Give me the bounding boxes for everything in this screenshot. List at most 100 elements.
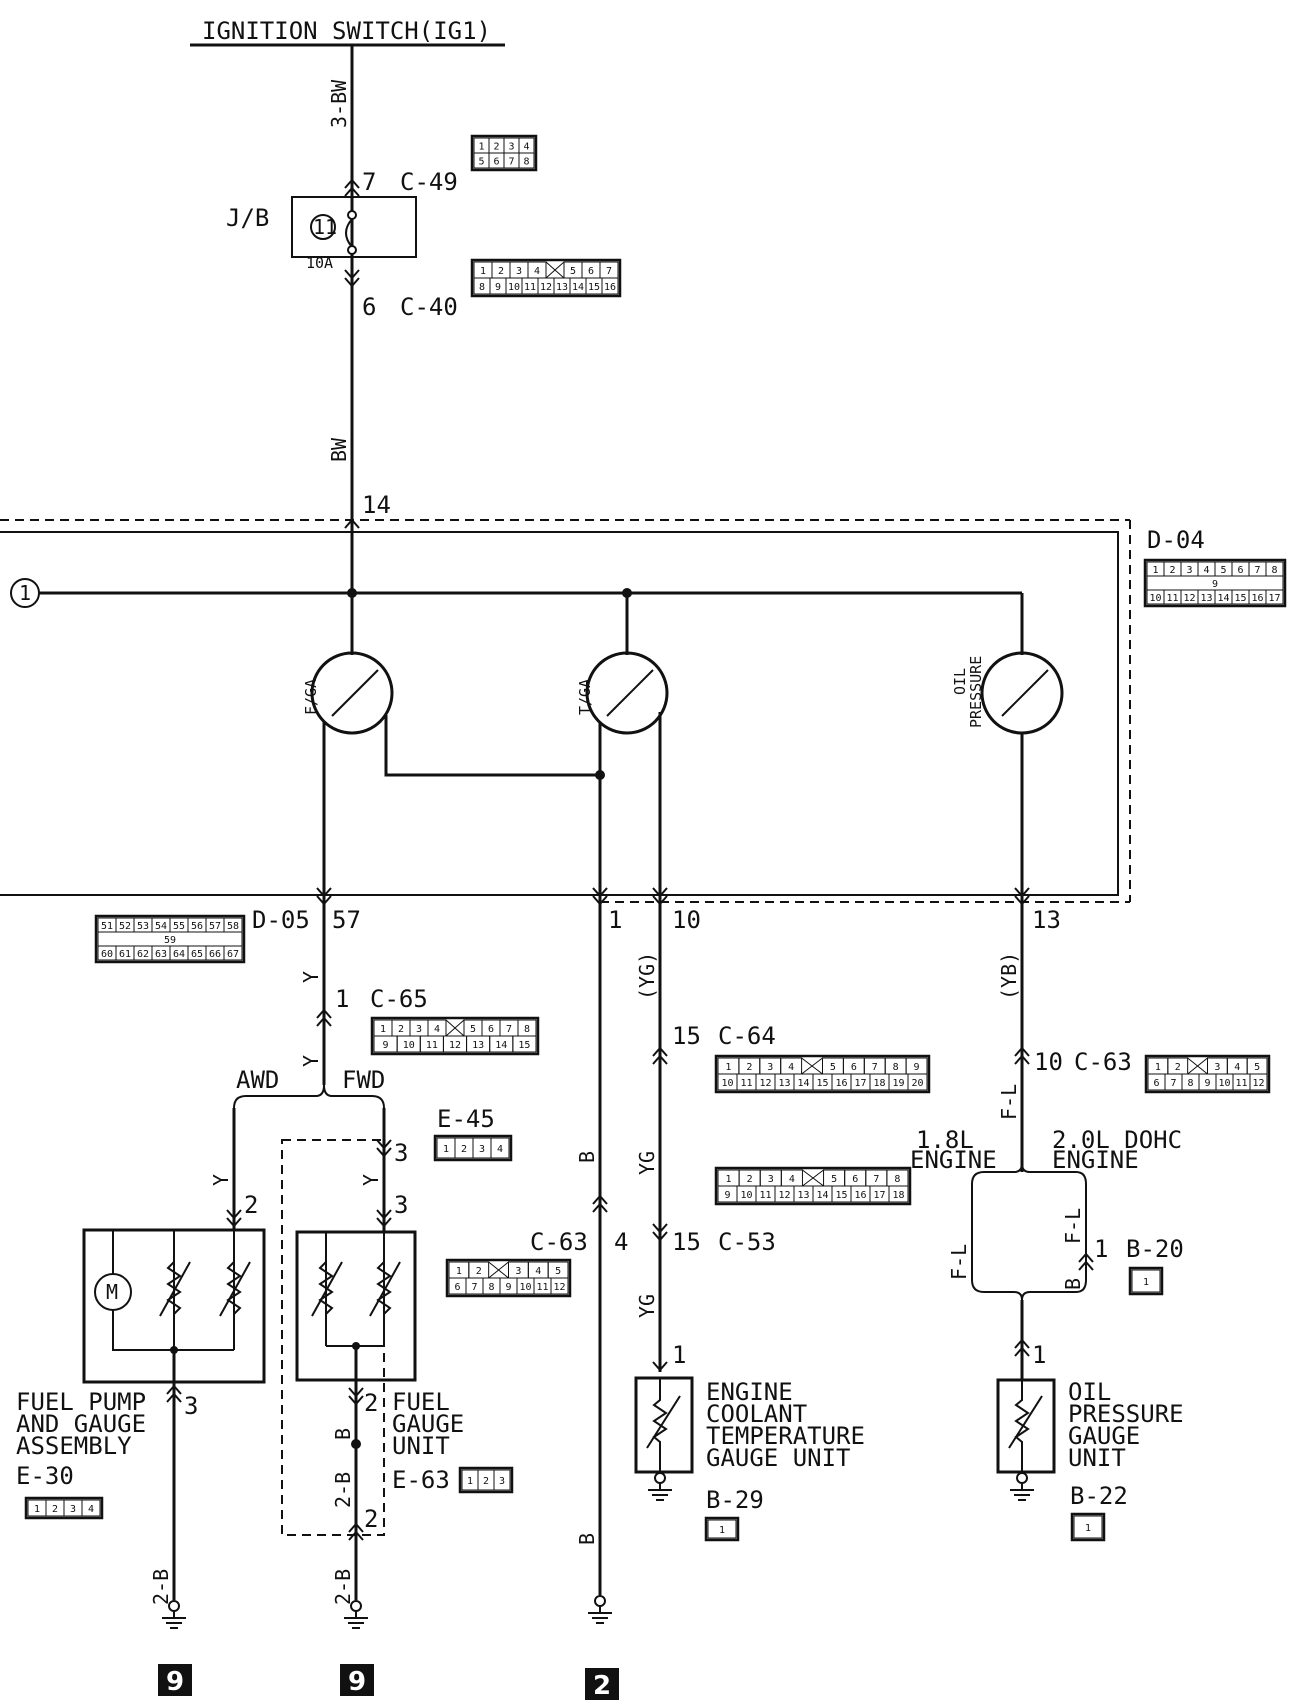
- connector-pin-number: 10: [508, 282, 520, 293]
- connector-pin-number: 12: [553, 1282, 565, 1293]
- connector-arrow-fp-2: [226, 1209, 242, 1228]
- pin-13: 13: [1032, 906, 1061, 934]
- pin-1-opg: 1: [1032, 1341, 1046, 1369]
- connector-pin-number: 1: [34, 1504, 40, 1515]
- svg-text:UNIT: UNIT: [1068, 1444, 1126, 1472]
- connector-pin-number: 56: [191, 921, 203, 932]
- wire-label-fl2: F-L: [947, 1244, 971, 1280]
- connector-face-b29: 1: [704, 1516, 740, 1542]
- connector-pin-number: 8: [1187, 1078, 1193, 1089]
- connector-arrow-c64: [652, 1046, 668, 1065]
- connector-pin-number: 7: [873, 1174, 879, 1185]
- connector-pin-number: 15: [588, 282, 600, 293]
- connector-pin-number: 9: [495, 282, 501, 293]
- connector-pin-number: 2: [1169, 565, 1175, 576]
- wire-label-b-main2: B: [575, 1533, 599, 1545]
- engine-variant-branch: [971, 1163, 1087, 1301]
- fg-resistor-2: [376, 1261, 392, 1315]
- connector-pin-number: 18: [873, 1078, 885, 1089]
- connector-pin-number: 52: [119, 921, 131, 932]
- connector-pin-number: 7: [1254, 565, 1260, 576]
- connector-b20-label: B-20: [1126, 1235, 1184, 1263]
- connector-c40-label: C-40: [400, 293, 458, 321]
- fuse-terminal-top: [347, 210, 357, 220]
- connector-d05-label: D-05: [252, 906, 310, 934]
- fuse-terminal-bottom: [347, 245, 357, 255]
- connector-pin-number: 65: [191, 949, 203, 960]
- pin-4: 4: [614, 1228, 628, 1256]
- temp-gauge-symbol: [585, 651, 669, 735]
- connector-pin-number: 17: [873, 1190, 885, 1201]
- ground-point-3: 2: [593, 1671, 611, 1701]
- reference-circle-number: 1: [19, 581, 31, 605]
- oil-gauge-label-1: OIL: [951, 668, 969, 695]
- connector-pin-number: 14: [572, 282, 584, 293]
- connector-pin-number: 5: [830, 1062, 836, 1073]
- connector-d04-label: D-04: [1147, 526, 1205, 554]
- connector-pin-number: 12: [1252, 1078, 1264, 1089]
- wire-label-b20: B: [1061, 1278, 1085, 1290]
- oil-sender-resistor: [1014, 1380, 1030, 1472]
- connector-pin-number: 9: [505, 1282, 511, 1293]
- connector-pin-number: 1: [443, 1144, 449, 1155]
- connector-pin-number: 5: [478, 157, 484, 168]
- svg-text:ENGINE: ENGINE: [1052, 1146, 1139, 1174]
- wire-label-fl3: F-L: [1061, 1208, 1085, 1244]
- motor-lead-bottom: [112, 1310, 234, 1351]
- wire-label-yb-paren: (YB): [997, 952, 1021, 1000]
- pin-1-ect: 1: [672, 1341, 686, 1369]
- connector-arrow-c65: [316, 1008, 332, 1027]
- connector-pin-number: 2: [476, 1266, 482, 1277]
- ground-symbol: [648, 1472, 672, 1501]
- coolant-sender-box: [634, 1376, 694, 1474]
- connector-pin-number: 60: [101, 949, 113, 960]
- connector-pin-number: 2: [747, 1174, 753, 1185]
- connector-pin-number: 7: [1170, 1078, 1176, 1089]
- engine-18-label: 1.8L ENGINE: [910, 1126, 997, 1174]
- fuse-rating: 10A: [306, 254, 333, 272]
- connector-arrow-c63-4: [592, 1194, 608, 1213]
- svg-text:GAUGE UNIT: GAUGE UNIT: [706, 1444, 851, 1472]
- connector-pin-number: 13: [1200, 593, 1212, 604]
- connector-pin-number: 3: [479, 1144, 485, 1155]
- connector-pin-number: 1: [725, 1062, 731, 1073]
- connector-pin-number: 14: [816, 1190, 828, 1201]
- connector-pin-number: 7: [506, 1024, 512, 1035]
- coolant-sender-resistor: [652, 1378, 668, 1472]
- connector-pin-number: 3: [70, 1504, 76, 1515]
- connector-pin-number: 12: [778, 1190, 790, 1201]
- pin-1-b20: 1: [1094, 1235, 1108, 1263]
- pin-7: 7: [362, 168, 376, 196]
- ground-point-box-2: [340, 1664, 374, 1696]
- connector-pin-number: 3: [767, 1062, 773, 1073]
- connector-pin-number: 3: [416, 1024, 422, 1035]
- pin-15a: 15: [672, 1022, 701, 1050]
- pin-10: 10: [672, 906, 701, 934]
- svg-text:COOLANT: COOLANT: [706, 1400, 807, 1428]
- connector-pin-number: 8: [893, 1062, 899, 1073]
- connector-pin-number: 4: [534, 266, 540, 277]
- connector-pin-number: 67: [227, 949, 239, 960]
- connector-pin-number: 51: [101, 921, 113, 932]
- connector-arrow-fp-3: [166, 1384, 182, 1403]
- connector-pin-number: 17: [1268, 593, 1280, 604]
- pin-2-fg2: 2: [364, 1505, 378, 1533]
- connector-pin-number: 6: [1153, 1078, 1159, 1089]
- diagram-title: IGNITION SWITCH(IG1): [202, 17, 491, 45]
- connector-pin-number: 6: [852, 1174, 858, 1185]
- branch-awd: AWD: [236, 1066, 279, 1094]
- connector-pin-number: 66: [209, 949, 221, 960]
- fuel-gauge-symbol: [310, 651, 394, 735]
- svg-text:UNIT: UNIT: [392, 1432, 450, 1460]
- connector-pin-number: 1: [380, 1024, 386, 1035]
- connector-pin-number: 10: [721, 1078, 733, 1089]
- connector-pin-number: 9: [1204, 1078, 1210, 1089]
- connector-pin-number: 1: [719, 1525, 725, 1536]
- wire-label-2b-fg2: 2-B: [331, 1569, 355, 1605]
- junction-block-box: [291, 196, 417, 258]
